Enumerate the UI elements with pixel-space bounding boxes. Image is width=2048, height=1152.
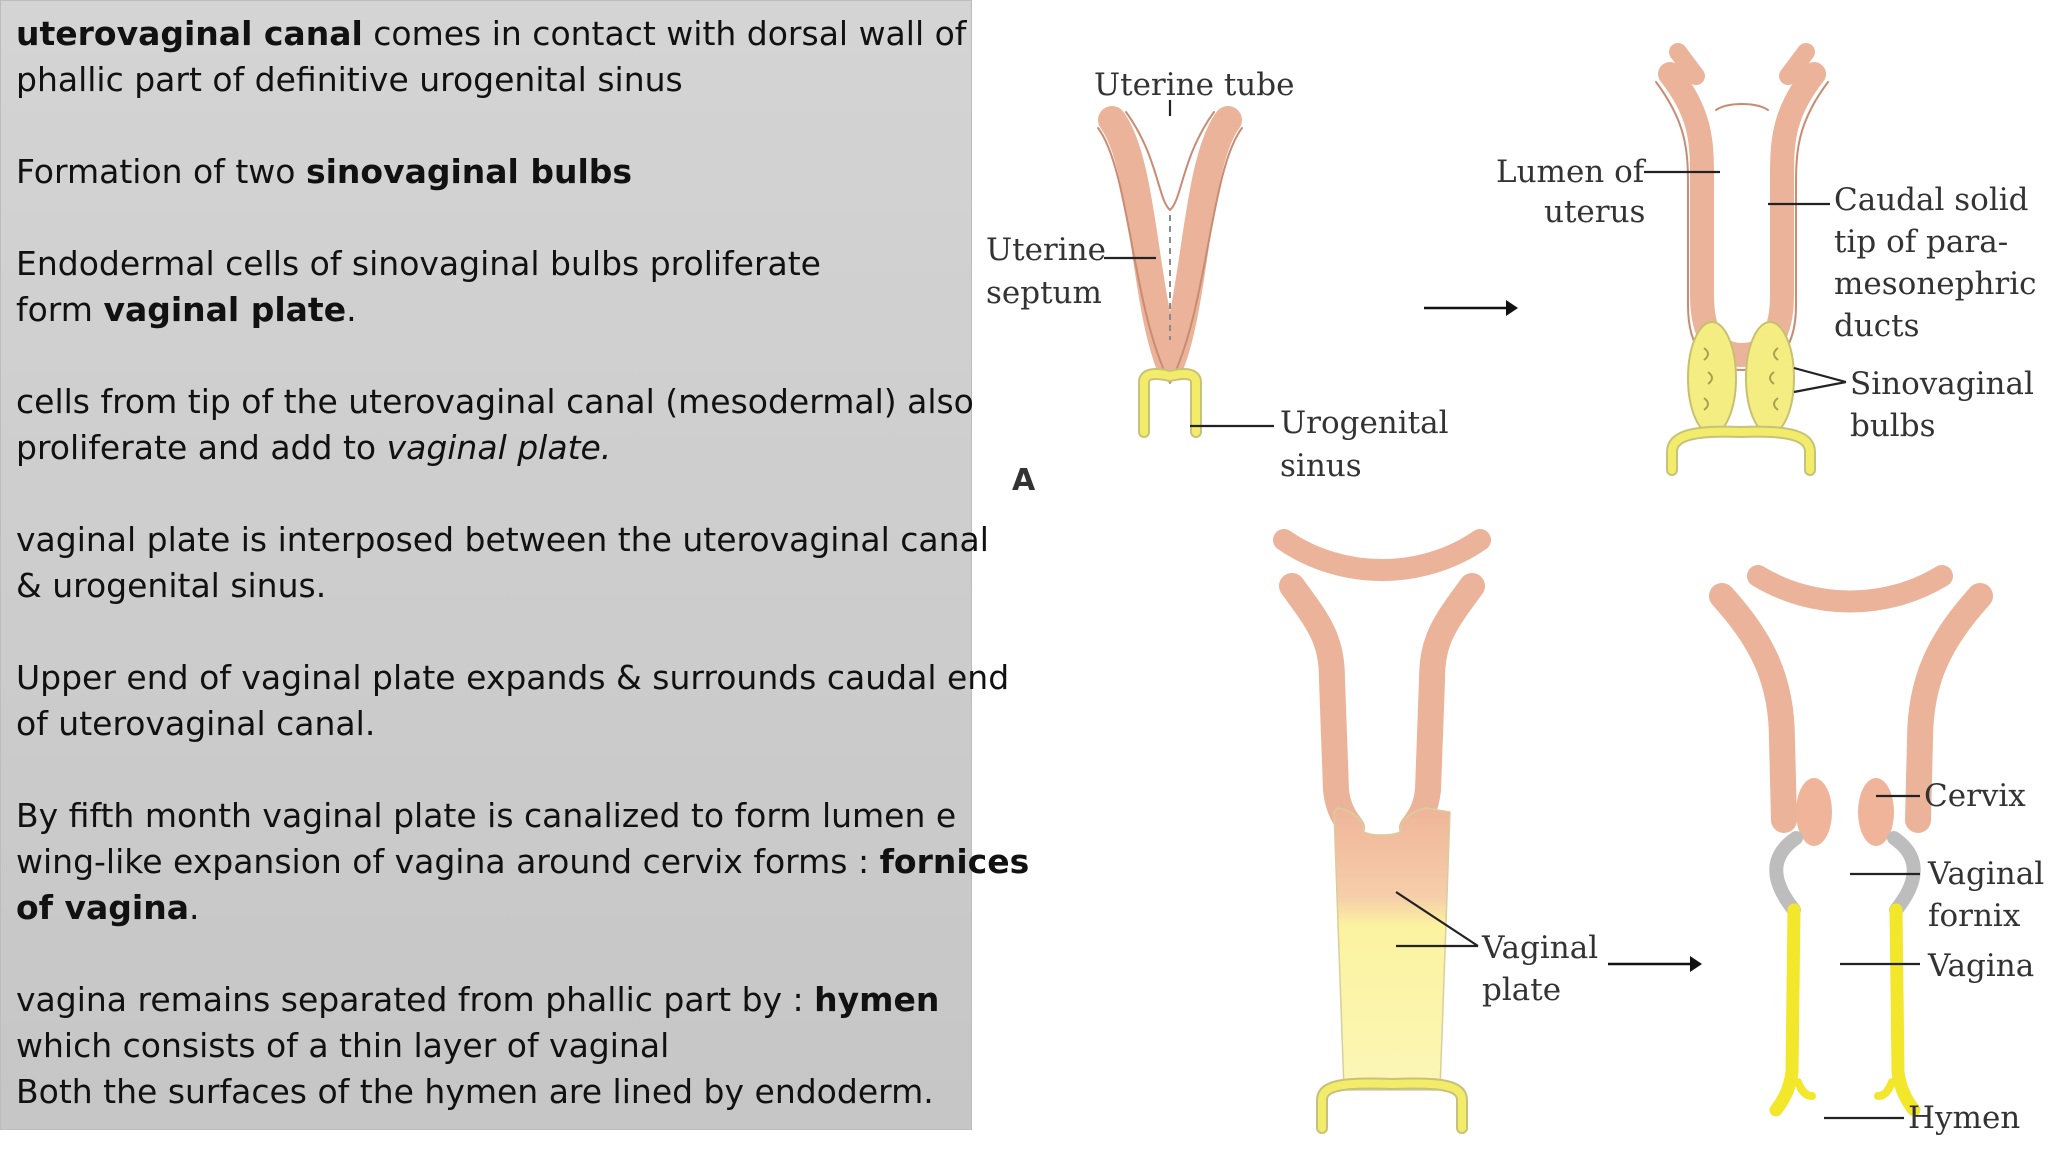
arrow-stage-2-head — [1690, 956, 1702, 972]
paragraph-line: Upper end of vaginal plate expands & sur… — [16, 655, 957, 701]
text-run: . — [346, 290, 357, 329]
paragraph-line: uterovaginal canal comes in contact with… — [16, 11, 957, 57]
paragraph: uterovaginal canal comes in contact with… — [16, 11, 957, 103]
label-urogenital-1: Urogenital — [1280, 405, 1449, 441]
label-uterine-septum-2: septum — [986, 275, 1102, 311]
stage-b1-vaginal-plate — [1334, 808, 1450, 1090]
paragraph-line: of vagina. — [16, 885, 957, 931]
text-run: of uterovaginal canal. — [16, 704, 375, 743]
leader-sinovaginal-bulbs — [1794, 368, 1846, 392]
panel-letter-a: A — [1012, 463, 1036, 498]
text-run: form — [16, 290, 103, 329]
bold-term: hymen — [814, 980, 939, 1019]
text-run: which consists of a thin layer of vagina… — [16, 1026, 669, 1065]
paragraph-line: proliferate and add to vaginal plate. — [16, 425, 957, 471]
bold-term: vaginal plate — [103, 290, 346, 329]
text-run: cells from tip of the uterovaginal canal… — [16, 382, 974, 421]
label-fornix-1: Vaginal — [1927, 856, 2044, 892]
paragraph: vagina remains separated from phallic pa… — [16, 977, 957, 1115]
label-caudal-2: tip of para- — [1834, 224, 2008, 260]
label-sinovaginal-1: Sinovaginal — [1850, 366, 2034, 402]
text-run: Both the surfaces of the hymen are lined… — [16, 1072, 934, 1111]
text-panel: uterovaginal canal comes in contact with… — [0, 0, 972, 1130]
paragraph: Upper end of vaginal plate expands & sur… — [16, 655, 957, 747]
text-run: vaginal plate is interposed between the … — [16, 520, 989, 559]
paragraph-line: which consists of a thin layer of vagina… — [16, 1023, 957, 1069]
label-urogenital-2: sinus — [1280, 448, 1362, 484]
paragraph: Endodermal cells of sinovaginal bulbs pr… — [16, 241, 957, 333]
text-run: wing-like expansion of vagina around cer… — [16, 842, 880, 881]
paragraph-line: Formation of two sinovaginal bulbs — [16, 149, 957, 195]
label-caudal-3: mesonephric — [1834, 266, 2037, 302]
paragraph-line: of uterovaginal canal. — [16, 701, 957, 747]
text-run: By fifth month vaginal plate is canalize… — [16, 796, 956, 835]
stage-a2-sinovaginal-bulbs — [1688, 322, 1794, 434]
bold-term: sinovaginal bulbs — [306, 152, 632, 191]
bold-term: uterovaginal canal — [16, 14, 363, 53]
paragraph-line: Endodermal cells of sinovaginal bulbs pr… — [16, 241, 957, 287]
stage-b2-cervix — [1796, 778, 1894, 846]
text-run: vagina remains separated from phallic pa… — [16, 980, 814, 1019]
label-sinovaginal-2: bulbs — [1850, 408, 1935, 444]
label-fornix-2: fornix — [1928, 898, 2021, 934]
label-uterine-septum-1: Uterine — [986, 232, 1106, 268]
stage-b2-vagina — [1776, 910, 1914, 1110]
text-run: Formation of two — [16, 152, 306, 191]
text-run: proliferate and add to — [16, 428, 387, 467]
paragraph-line: wing-like expansion of vagina around cer… — [16, 839, 957, 885]
paragraph-line: form vaginal plate. — [16, 287, 957, 333]
label-uterine-tube: Uterine tube — [1094, 67, 1294, 103]
label-vagina: Vagina — [1927, 948, 2034, 984]
label-vaginal-plate-1: Vaginal — [1481, 930, 1598, 966]
paragraph-line: Both the surfaces of the hymen are lined… — [16, 1069, 957, 1115]
stage-b1-uterus — [1284, 540, 1480, 828]
italic-term: vaginal plate. — [387, 428, 612, 467]
arrow-stage-1-head — [1506, 300, 1518, 316]
label-lumen-2: uterus — [1544, 194, 1645, 230]
label-caudal-1: Caudal solid — [1834, 182, 2029, 218]
stage-a1-ducts — [1098, 112, 1242, 383]
paragraph: Formation of two sinovaginal bulbs — [16, 149, 957, 195]
text-run: Endodermal cells of sinovaginal bulbs pr… — [16, 244, 821, 283]
text-run: phallic part of definitive urogenital si… — [16, 60, 683, 99]
embryology-figure: Uterine tube Uterine septum Urogenital s… — [972, 0, 2048, 1152]
paragraph-line: & urogenital sinus. — [16, 563, 957, 609]
paragraph-line: By fifth month vaginal plate is canalize… — [16, 793, 957, 839]
stage-a2-urogenital-sinus — [1672, 432, 1810, 470]
text-run: . — [189, 888, 200, 927]
text-run: Upper end of vaginal plate expands & sur… — [16, 658, 1009, 697]
paragraph-line: phallic part of definitive urogenital si… — [16, 57, 957, 103]
bold-term: of vagina — [16, 888, 189, 927]
stage-a2-uterus — [1656, 52, 1828, 370]
label-vaginal-plate-2: plate — [1482, 972, 1561, 1008]
paragraph: vaginal plate is interposed between the … — [16, 517, 957, 609]
text-run: & urogenital sinus. — [16, 566, 326, 605]
vagina-development-diagram: Uterine tube Uterine septum Urogenital s… — [972, 0, 2048, 1152]
label-hymen: Hymen — [1908, 1100, 2020, 1136]
label-caudal-4: ducts — [1834, 308, 1920, 344]
label-lumen-1: Lumen of — [1496, 154, 1647, 190]
paragraph-line: vagina remains separated from phallic pa… — [16, 977, 957, 1023]
paragraph-line: cells from tip of the uterovaginal canal… — [16, 379, 957, 425]
paragraph: cells from tip of the uterovaginal canal… — [16, 379, 957, 471]
paragraph: By fifth month vaginal plate is canalize… — [16, 793, 957, 931]
label-cervix: Cervix — [1924, 778, 2026, 814]
paragraph-line: vaginal plate is interposed between the … — [16, 517, 957, 563]
text-run: comes in contact with dorsal wall of — [363, 14, 967, 53]
